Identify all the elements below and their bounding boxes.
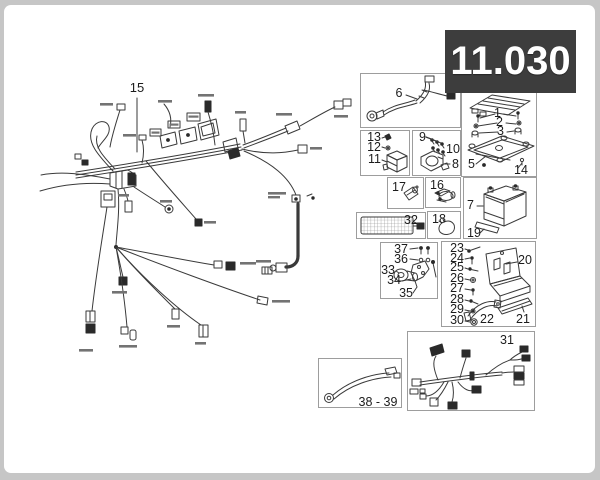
battery-tray-drawing [463, 246, 533, 326]
panel-cable-6: 6 [360, 73, 461, 128]
panel-battery: 7 19 [463, 177, 537, 239]
callout-25: 25 [450, 260, 464, 274]
harness-mid-connectors [145, 137, 308, 227]
page-sheet: 15 [4, 5, 595, 473]
callout-21: 21 [516, 312, 530, 326]
callout-9: 9 [419, 130, 426, 144]
page-code-box: 11.030 [445, 30, 576, 93]
callout-17: 17 [392, 180, 406, 194]
callout-22: 22 [480, 312, 494, 326]
cable-38-39-drawing [324, 366, 401, 403]
callout-38-39: 38 - 39 [358, 395, 398, 409]
callout-6: 6 [395, 86, 403, 100]
callout-23: 23 [450, 241, 464, 255]
panel-harness-31: 31 [407, 331, 535, 411]
cable-6-drawing [366, 75, 456, 122]
panel-relay: 13 12 11 [360, 130, 410, 176]
callout-37: 37 [394, 242, 408, 256]
panel-part-16: 16 [425, 177, 461, 208]
callout-33: 33 [381, 263, 395, 277]
panel-part-32: 32 [356, 212, 426, 239]
battery-drawing [474, 184, 527, 234]
part-17-drawing [403, 185, 419, 201]
callout-18: 18 [432, 212, 446, 226]
callout-20: 20 [518, 253, 532, 267]
callout-15: 15 [129, 80, 145, 95]
harness-branch-fan [85, 188, 269, 341]
callout-10: 10 [446, 142, 460, 156]
callout-16: 16 [430, 178, 444, 192]
callout-3: 3 [497, 124, 504, 138]
callout-28: 28 [450, 292, 464, 306]
relay-drawing [381, 133, 408, 173]
callout-12: 12 [367, 140, 381, 154]
horn-drawing [393, 246, 437, 294]
panel-part-17: 17 [387, 177, 424, 209]
callout-11: 11 [368, 152, 381, 166]
callout-29: 29 [450, 302, 464, 316]
callout-19: 19 [467, 226, 481, 240]
callout-5: 5 [468, 157, 475, 171]
panel-cable-38-39: 38 - 39 [318, 358, 402, 408]
harness-trunk [75, 127, 289, 179]
panel-part-18: 18 [427, 211, 461, 239]
callout-1: 1 [494, 106, 501, 120]
harness-relay-modules [149, 112, 220, 149]
callout-35: 35 [399, 286, 413, 300]
callout-26: 26 [450, 271, 464, 285]
callout-13: 13 [367, 130, 381, 144]
coil-bracket-drawing [420, 136, 451, 172]
ecu-mount-drawing [467, 94, 535, 169]
callout-36: 36 [394, 252, 408, 266]
page-code: 11.030 [450, 39, 571, 83]
tiny-part-labels [79, 94, 348, 352]
callout-34: 34 [387, 273, 401, 287]
callout-30: 30 [450, 313, 464, 327]
callout-14: 14 [514, 163, 528, 177]
callout-31: 31 [500, 333, 514, 347]
callout-32: 32 [404, 213, 418, 227]
callout-24: 24 [450, 251, 464, 265]
main-harness-drawing [39, 94, 352, 352]
callout-27: 27 [450, 281, 464, 295]
callout-7: 7 [467, 198, 474, 212]
harness-31-drawing [409, 343, 531, 410]
part-18-drawing [438, 218, 455, 235]
spark-plug-cable [243, 150, 315, 275]
panel-ecu-mount: 1 2 3 5 14 [461, 87, 537, 177]
harness-front-cluster [39, 121, 174, 312]
panel-coil-bracket: 9 10 8 [412, 130, 461, 176]
part-16-drawing [434, 188, 456, 203]
panel-horn: 37 36 33 34 35 [380, 242, 438, 299]
callout-8: 8 [452, 157, 459, 171]
callout-2: 2 [496, 115, 503, 129]
panel-battery-tray: 23 24 25 26 27 28 29 30 20 22 21 [441, 241, 536, 327]
part-32-drawing [360, 216, 425, 235]
